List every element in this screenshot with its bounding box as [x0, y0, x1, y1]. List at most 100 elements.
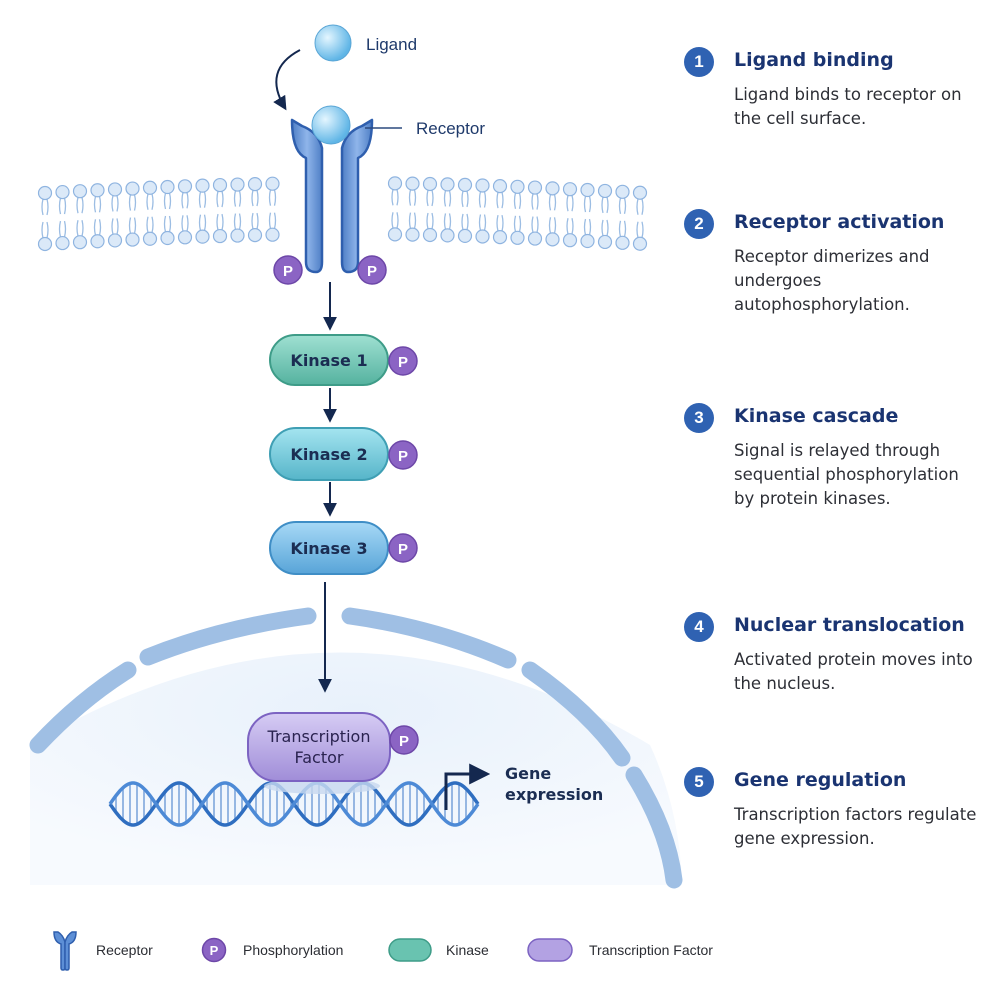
lipid-tail — [461, 190, 469, 208]
lipid-tail — [58, 220, 67, 238]
kinase-3: Kinase 3 P — [269, 521, 418, 575]
lipid-head — [545, 232, 560, 247]
receptor-icon — [53, 931, 77, 971]
lipid-tail — [58, 197, 67, 215]
lipid-head — [72, 235, 88, 250]
legend: Receptor P Phosphorylation Kinase Transc… — [0, 925, 1000, 975]
lipid-tail — [268, 189, 277, 206]
nuclear-envelope-segment — [625, 766, 683, 889]
legend-item-phosphorylation: P Phosphorylation — [201, 925, 343, 975]
receptor-phospho-left: P — [273, 255, 303, 285]
lipid-head — [230, 177, 245, 192]
transcription-factor-phospho — [389, 725, 419, 755]
lipid-tail — [618, 197, 627, 214]
step-description: Receptor dimerizes and undergoes autopho… — [734, 247, 930, 314]
lipid-head — [387, 176, 403, 191]
step-title: Receptor activation — [734, 211, 945, 233]
nuclear-envelope-segment — [341, 607, 517, 669]
lipid-head — [247, 176, 263, 192]
lipid-head — [125, 181, 140, 196]
receptor-label: Receptor — [416, 119, 485, 138]
lipid-tail — [41, 198, 49, 216]
phospho-symbol: P — [398, 541, 408, 558]
transcription-factor-icon — [527, 938, 573, 962]
lipid-tail — [426, 189, 434, 207]
lipid-tail — [408, 189, 417, 206]
dna-strand — [108, 781, 480, 827]
lipid-tail — [76, 197, 84, 214]
phospho-symbol: P — [398, 354, 408, 371]
lipid-head — [615, 235, 630, 250]
lipid-tail — [601, 196, 609, 214]
kinase-3-label: Kinase 3 — [290, 539, 367, 558]
lipid-head — [475, 229, 490, 244]
step-title: Gene regulation — [734, 769, 907, 791]
step-description: Activated protein moves into the nucleus… — [734, 650, 973, 693]
lipid-tail — [41, 221, 49, 239]
kinase-2-label: Kinase 2 — [290, 445, 367, 464]
legend-item-transcription-factor: Transcription Factor — [527, 925, 713, 975]
lipid-head — [142, 180, 158, 195]
kinase-1-label: Kinase 1 — [290, 351, 367, 370]
lipid-head — [597, 234, 613, 250]
lipid-head — [527, 180, 543, 195]
legend-label: Kinase — [446, 942, 489, 958]
lipid-head — [37, 236, 53, 252]
lipid-head — [125, 232, 140, 247]
phospho-symbol: P — [398, 448, 408, 465]
lipid-head — [632, 236, 648, 251]
step-description: Signal is relayed through sequential pho… — [734, 441, 959, 508]
lipid-head — [632, 185, 648, 200]
lipid-tail — [268, 212, 277, 229]
lipid-tail — [181, 215, 189, 232]
lipid-tail — [391, 212, 399, 229]
step-number-badge: 3 — [684, 403, 714, 433]
receptor-phospho-right: P — [357, 255, 387, 285]
lipid-tail — [531, 193, 539, 210]
bound-ligand — [311, 105, 351, 145]
transcription-factor-label-line1: Transcription — [267, 727, 371, 746]
phospho-symbol: P — [283, 263, 293, 280]
lipid-tail — [496, 214, 504, 232]
lipid-tail — [513, 192, 522, 209]
lipid-head — [422, 227, 438, 243]
cell-membrane — [37, 176, 648, 252]
dna-helix — [108, 781, 480, 827]
step-number-badge: 5 — [684, 767, 714, 797]
lipid-head — [177, 230, 193, 245]
lipid-tail — [233, 213, 242, 230]
lipid-head — [90, 183, 105, 198]
kinase-1-phospho — [388, 346, 418, 376]
step-5: 5 Gene regulation Transcription factors … — [684, 767, 984, 857]
phospho-symbol: P — [399, 733, 409, 750]
lipid-tail — [496, 191, 504, 209]
nuclear-envelope-segment — [521, 661, 631, 767]
lipid-tail — [443, 213, 452, 230]
lipid-tail — [93, 219, 102, 236]
kinase-3-phospho — [388, 533, 418, 563]
lipid-tail — [443, 190, 452, 207]
lipid-tail — [548, 217, 557, 234]
lipid-tail — [163, 215, 172, 233]
ligand-binding-arrow — [273, 49, 301, 111]
transcription-factor: Transcription Factor P — [247, 712, 419, 782]
lipid-tail — [251, 189, 259, 207]
lipid-head — [562, 233, 578, 248]
transcription-factor-label-line2: Factor — [295, 748, 344, 767]
lipid-tail — [128, 194, 137, 211]
gene-expression-label-line1: Gene — [505, 764, 551, 783]
lipid-tail — [618, 220, 627, 237]
lipid-head — [457, 177, 473, 193]
lipid-head — [422, 176, 438, 192]
lipid-head — [510, 230, 525, 245]
phospho-symbol: P — [367, 263, 377, 280]
lipid-tail — [531, 216, 539, 233]
lipid-tail — [601, 219, 609, 237]
lipid-head — [160, 230, 175, 246]
lipid-tail — [111, 195, 119, 212]
lipid-tail — [146, 193, 154, 210]
legend-item-kinase: Kinase — [388, 925, 489, 975]
lipid-tail — [76, 220, 84, 237]
lipid-head — [230, 228, 245, 243]
lipid-tail — [198, 214, 207, 231]
